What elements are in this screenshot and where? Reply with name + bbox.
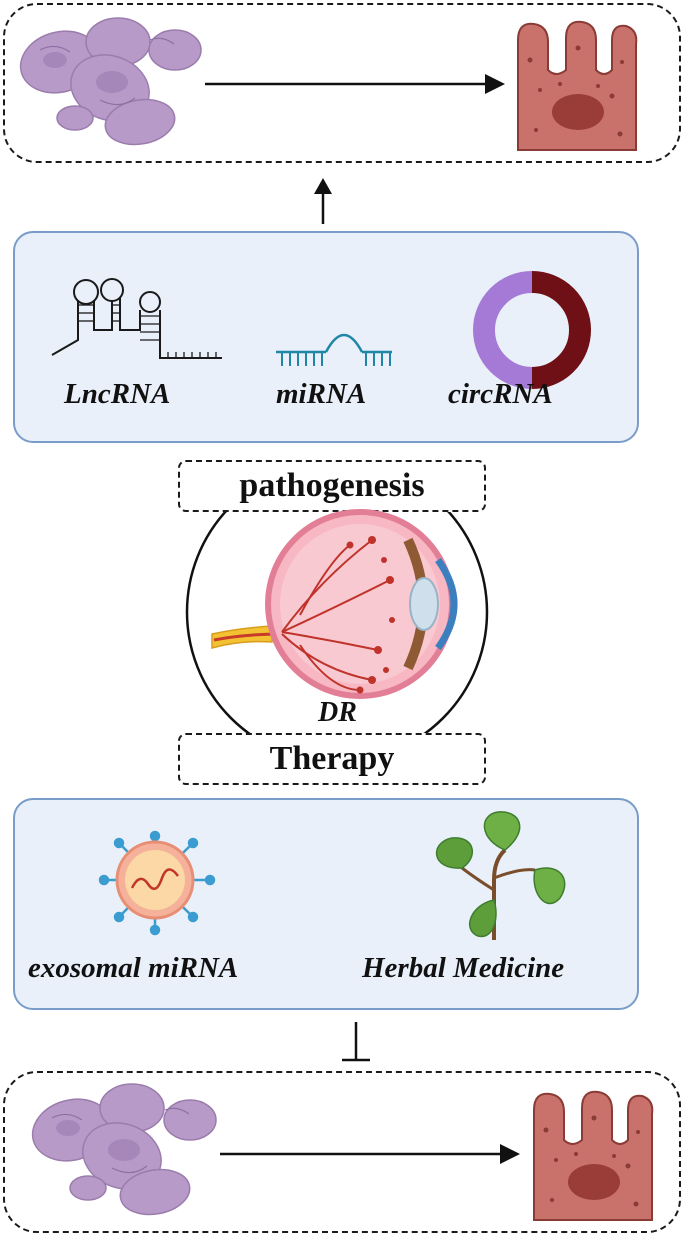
herbal-medicine-label: Herbal Medicine xyxy=(362,952,565,984)
bottom-transition-box xyxy=(3,1071,681,1233)
mirna-icon xyxy=(276,333,392,366)
circrna-ring-icon xyxy=(473,271,591,389)
herb-plant-icon xyxy=(436,811,566,940)
pathogenesis-tag: pathogenesis xyxy=(178,460,486,512)
lncrna-hairpin-icon xyxy=(51,278,222,359)
inhibition-symbol xyxy=(342,1022,370,1062)
exosome-icon xyxy=(98,830,216,936)
dr-label: DR xyxy=(318,697,357,728)
bottom-arrow-right xyxy=(220,1144,520,1164)
mirna-label: miRNA xyxy=(276,378,367,410)
bottom-cell-cluster-icon xyxy=(31,1083,217,1216)
bottom-epithelial-cell-icon xyxy=(533,1090,654,1221)
top-transition-box xyxy=(3,3,681,163)
top-cell-cluster-icon xyxy=(19,17,202,146)
eye-anatomy-icon xyxy=(211,509,458,699)
therapy-panel xyxy=(13,798,639,1010)
arrow-up xyxy=(314,178,332,224)
lncrna-label: LncRNA xyxy=(64,378,171,410)
top-epithelial-cell-icon xyxy=(517,20,638,151)
pathogenesis-ncrna-panel xyxy=(13,231,639,443)
exosomal-mirna-label: exosomal miRNA xyxy=(28,952,239,984)
circrna-label: circRNA xyxy=(448,378,553,410)
therapy-tag: Therapy xyxy=(178,733,486,785)
top-arrow-right xyxy=(205,74,505,94)
